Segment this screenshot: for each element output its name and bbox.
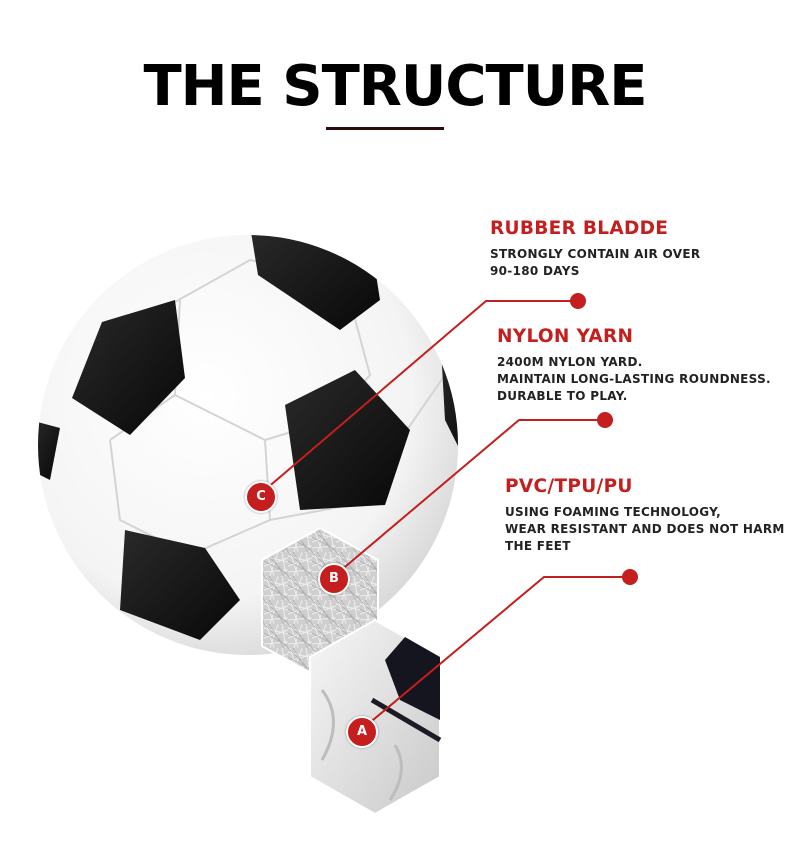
- feature-description-line: MAINTAIN LONG-LASTING ROUNDNESS.: [497, 372, 771, 386]
- feature-rubber-bladder: RUBBER BLADDE STRONGLY CONTAIN AIR OVER …: [490, 218, 700, 280]
- feature-pvc-tpu-pu: PVC/TPU/PU USING FOAMING TECHNOLOGY, WEA…: [505, 476, 785, 555]
- layer-badge-b: B: [318, 563, 350, 595]
- feature-nylon-yarn: NYLON YARN 2400M NYLON YARD. MAINTAIN LO…: [497, 326, 771, 405]
- feature-description-line: WEAR RESISTANT AND DOES NOT HARM: [505, 522, 785, 536]
- feature-description-line: 90-180 DAYS: [490, 264, 580, 278]
- layer-badge-c: C: [245, 481, 277, 513]
- feature-description: USING FOAMING TECHNOLOGY, WEAR RESISTANT…: [505, 504, 785, 555]
- feature-description: STRONGLY CONTAIN AIR OVER 90-180 DAYS: [490, 246, 700, 280]
- title-underline: [326, 127, 444, 130]
- feature-description-line: STRONGLY CONTAIN AIR OVER: [490, 247, 701, 261]
- feature-heading: NYLON YARN: [497, 326, 634, 347]
- feature-description-line: 2400M NYLON YARD.: [497, 355, 643, 369]
- feature-description: 2400M NYLON YARD. MAINTAIN LONG-LASTING …: [497, 354, 771, 405]
- feature-heading: RUBBER BLADDE: [490, 218, 669, 239]
- feature-description-line: DURABLE TO PLAY.: [497, 389, 628, 403]
- callout-dots: [570, 293, 638, 585]
- page-title: THE STRUCTURE: [143, 54, 647, 119]
- soccer-ball: [38, 235, 458, 655]
- feature-description-line: USING FOAMING TECHNOLOGY,: [505, 505, 722, 519]
- layer-badge-a: A: [346, 716, 378, 748]
- feature-description-line: THE FEET: [505, 539, 571, 553]
- callout-lines: [258, 300, 630, 731]
- feature-heading: PVC/TPU/PU: [505, 476, 633, 497]
